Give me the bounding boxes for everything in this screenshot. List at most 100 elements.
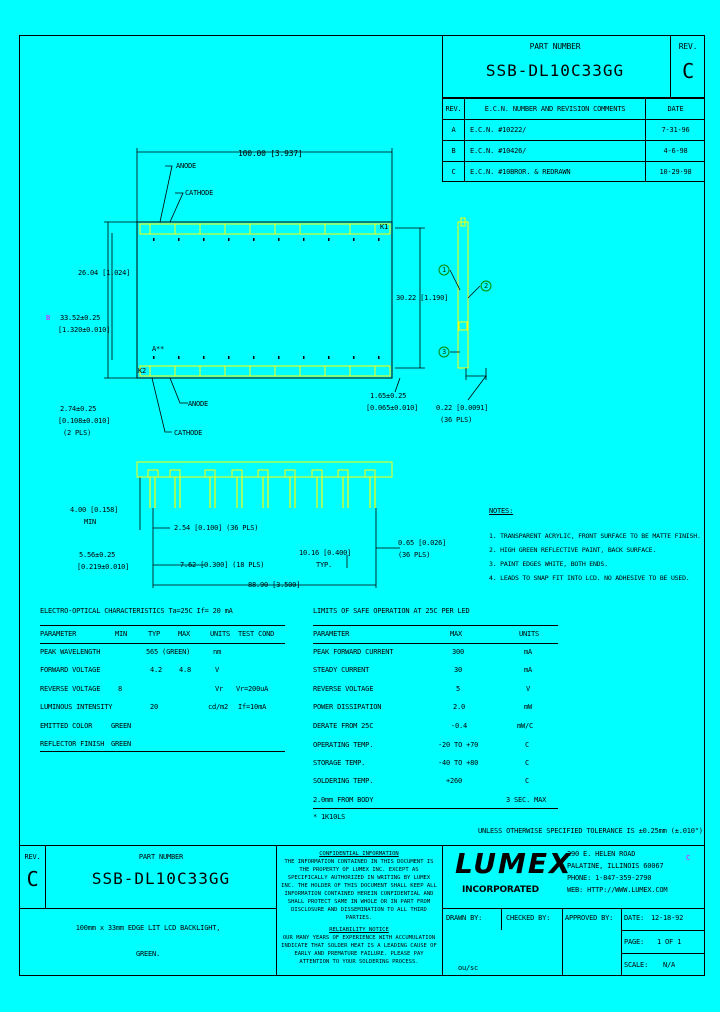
cathode-top-label: CATHODE — [185, 189, 214, 197]
limits-cell: 2.0mm FROM BODY — [313, 796, 374, 804]
part-number-label: PART NUMBER — [529, 42, 581, 51]
dim-254: 2.54 [0.100] (36 PLS) — [174, 524, 259, 532]
note-item: 1. TRANSPARENT ACRYLIC, FRONT SURFACE TO… — [489, 532, 701, 540]
eo-cell: Vr — [215, 685, 224, 693]
lumex-logo: LUMEX — [455, 847, 573, 880]
dim-762: 7.62 [0.300] (18 PLS) — [180, 561, 265, 569]
rev-header-rev: REV. — [445, 105, 462, 113]
rev-row-rev: C — [451, 168, 456, 176]
eo-header: PARAMETER — [40, 630, 77, 638]
note-item: 3. PAINT EDGES WHITE, BOTH ENDS. — [489, 560, 608, 568]
eo-header: TEST COND — [238, 630, 275, 638]
dim-065b: (36 PLS) — [398, 551, 431, 559]
rev-row-rev: B — [451, 147, 456, 155]
scale-label: SCALE: — [624, 961, 649, 969]
limits-cell: STEADY CURRENT — [313, 666, 370, 674]
dim-30: 30.22 [1.190] — [396, 294, 449, 302]
note-item: 2. HIGH GREEN REFLECTIVE PAINT, BACK SUR… — [489, 546, 657, 554]
rev-row-comment: E.C.N. #10222/ — [470, 126, 527, 134]
footer-rev: C — [26, 867, 39, 891]
eo-cell: PEAK WAVELENGTH — [40, 648, 101, 656]
callout-b: B — [46, 314, 51, 322]
checked-by-label: CHECKED BY: — [506, 914, 551, 922]
eo-cell: FORWARD VOLTAGE — [40, 666, 101, 674]
eo-cell: cd/m2 — [208, 703, 229, 711]
eo-cell: GREEN — [111, 740, 132, 748]
anode-top-label: ANODE — [176, 162, 197, 170]
limits-cell: +260 — [446, 777, 463, 785]
limits-cell: REVERSE VOLTAGE — [313, 685, 374, 693]
rev-header-comment: E.C.N. NUMBER AND REVISION COMMENTS — [484, 105, 626, 113]
rev-row-date: 10-29-98 — [659, 168, 692, 176]
eo-cell: 4.8 — [179, 666, 192, 674]
date-value: 12-18-92 — [651, 914, 684, 922]
limits-cell: mW — [524, 703, 533, 711]
callout-2: 2 — [484, 282, 489, 290]
limits-cell: 2.0 — [453, 703, 466, 711]
dim-33b: [1.320±0.010] — [58, 326, 111, 334]
dim-33: 33.52±0.25 — [60, 314, 101, 322]
dim-274c: (2 PLS) — [63, 429, 92, 437]
pin-k2-label: K2 — [138, 367, 147, 375]
limits-title: LIMITS OF SAFE OPERATION AT 25C PER LED — [313, 607, 470, 615]
rev-header-date: DATE — [667, 105, 684, 113]
dim-065: 0.65 [0.026] — [398, 539, 447, 547]
eo-header: TYP — [148, 630, 161, 638]
eo-cell: REFLECTOR FINISH — [40, 740, 105, 748]
confidential-title: CONFIDENTIAL INFORMATION — [319, 851, 399, 857]
pin-k1-label: K1 — [380, 223, 389, 231]
limits-cell: 30 — [454, 666, 463, 674]
limits-cell: V — [526, 685, 531, 693]
eo-cell: V — [215, 666, 220, 674]
dim-165: 1.65±0.25 — [370, 392, 407, 400]
limits-footnote: * 1K10LS — [313, 813, 346, 821]
title-block — [442, 35, 705, 98]
limits-cell: mA — [524, 648, 533, 656]
notes-heading: NOTES: — [489, 507, 514, 515]
limits-header: MAX — [450, 630, 463, 638]
eo-header: MAX — [178, 630, 191, 638]
eo-title: ELECTRO-OPTICAL CHARACTERISTICS Ta=25C I… — [40, 607, 233, 615]
website: WEB: HTTP://WWW.LUMEX.COM — [567, 886, 668, 894]
rev-row-rev: A — [451, 126, 456, 134]
limits-cell: mW/C — [517, 722, 534, 730]
dim-556b: [0.219±0.010] — [77, 563, 130, 571]
callout-1: 1 — [442, 266, 447, 274]
eo-cell: REVERSE VOLTAGE — [40, 685, 101, 693]
dim-889: 88.90 [3.500] — [248, 581, 301, 589]
dim-274b: [0.108±0.010] — [58, 417, 111, 425]
limits-cell: OPERATING TEMP. — [313, 741, 374, 749]
eo-cell: 565 (GREEN) — [146, 648, 191, 656]
drawn-by-value: ou/sc — [458, 964, 479, 972]
scale-value: N/A — [663, 961, 676, 969]
dim-1016: 10.16 [0.400] — [299, 549, 352, 557]
dim-165b: [0.065±0.010] — [366, 404, 419, 412]
part-number: SSB-DL10C33GG — [485, 61, 625, 80]
tolerance-note: UNLESS OTHERWISE SPECIFIED TOLERANCE IS … — [478, 827, 703, 835]
description-line-2: GREEN. — [135, 950, 161, 958]
eo-cell: 8 — [118, 685, 123, 693]
page-label: PAGE: — [624, 938, 645, 946]
dim-26: 26.04 [1.024] — [78, 269, 131, 277]
eo-cell: nm — [213, 648, 222, 656]
page-value: 1 OF 1 — [657, 938, 682, 946]
eo-header: MIN — [115, 630, 128, 638]
dim-022b: (36 PLS) — [440, 416, 473, 424]
limits-cell: SOLDERING TEMP. — [313, 777, 374, 785]
eo-header: UNITS — [210, 630, 231, 638]
eo-cell: 20 — [150, 703, 159, 711]
description-line-1: 100mm x 33mm EDGE LIT LCD BACKLIGHT, — [75, 924, 221, 932]
reliability-title: RELIABILITY NOTICE — [329, 927, 389, 933]
limits-cell: -40 TO +80 — [438, 759, 479, 767]
rev-row-comment: E.C.N. #10BROR. & REDRAWN — [470, 168, 571, 176]
anode-bottom-label: ANODE — [188, 400, 209, 408]
footer-block — [19, 845, 705, 976]
eo-cell: LUMINOUS INTENSITY — [40, 703, 113, 711]
callout-3: 3 — [442, 348, 447, 356]
eo-cell: 4.2 — [150, 666, 163, 674]
footer-rev-label: REV. — [24, 853, 41, 861]
rev-row-comment: E.C.N. #10426/ — [470, 147, 527, 155]
limits-cell: 3 SEC. MAX — [506, 796, 547, 804]
